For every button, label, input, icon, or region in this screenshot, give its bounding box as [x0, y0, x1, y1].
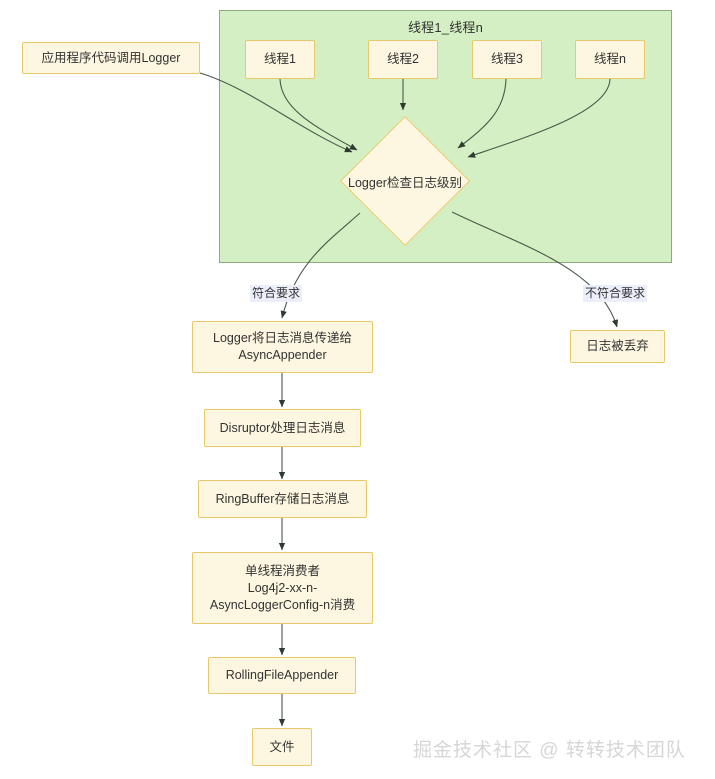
- node-thread-3[interactable]: 线程3: [472, 40, 542, 79]
- subgraph-title: 线程1_线程n: [407, 20, 484, 35]
- node-consumer-line-2: Log4j2-xx-n-: [247, 580, 318, 595]
- node-async-appender-line-1: Logger将日志消息传递给: [213, 331, 352, 345]
- node-decision-logger-level[interactable]: Logger检查日志级别: [339, 115, 471, 247]
- watermark-text: 掘金技术社区 @ 转转技术团队: [413, 740, 686, 761]
- node-consumer-line-3: AsyncLoggerConfig-n消费: [209, 597, 356, 612]
- node-consumer-line-1: 单线程消费者: [244, 563, 320, 578]
- node-ringbuffer[interactable]: RingBuffer存储日志消息: [198, 480, 367, 518]
- node-async-appender-line-2: AsyncAppender: [238, 348, 327, 362]
- node-async-appender[interactable]: Logger将日志消息传递给 AsyncAppender: [192, 321, 373, 373]
- node-app-caller[interactable]: 应用程序代码调用Logger: [22, 42, 200, 74]
- node-single-thread-consumer[interactable]: 单线程消费者 Log4j2-xx-n- AsyncLoggerConfig-n消…: [192, 552, 373, 624]
- node-rolling-file-appender[interactable]: RollingFileAppender: [208, 657, 356, 694]
- node-thread-2[interactable]: 线程2: [368, 40, 438, 79]
- node-decision-label: Logger检查日志级别: [348, 175, 462, 190]
- node-thread-1[interactable]: 线程1: [245, 40, 315, 79]
- node-log-discarded[interactable]: 日志被丢弃: [570, 330, 665, 363]
- edge-label-no-match: 不符合要求: [583, 285, 648, 302]
- node-disruptor[interactable]: Disruptor处理日志消息: [204, 409, 361, 447]
- edge-label-match: 符合要求: [250, 285, 303, 302]
- node-file[interactable]: 文件: [252, 728, 312, 766]
- node-thread-n[interactable]: 线程n: [575, 40, 645, 79]
